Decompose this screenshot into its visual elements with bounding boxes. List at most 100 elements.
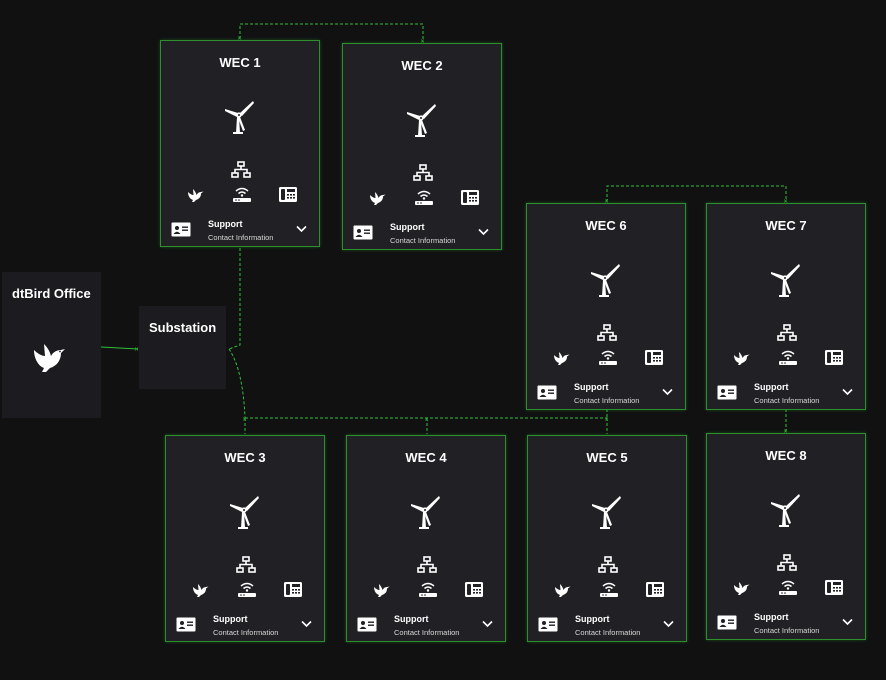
contact-card-icon [717,615,737,630]
contact-card-icon [171,222,191,237]
chevron-down-icon[interactable] [478,228,489,236]
wec-title: WEC 3 [224,450,266,465]
wind-turbine-icon [769,262,803,300]
wec-node-1[interactable]: WEC 1 [160,40,320,247]
wec-node-3[interactable]: WEC 3 [165,435,325,642]
contact-card-icon [538,617,558,632]
support-title: Support [574,382,609,392]
contact-card-icon [353,225,373,240]
wec-node-8[interactable]: WEC 8 [706,433,866,640]
ip-phone-icon [278,186,298,203]
support-title: Support [575,614,610,624]
wind-turbine-icon [405,102,439,140]
chevron-down-icon[interactable] [482,620,493,628]
ip-phone-icon [460,189,480,206]
chevron-down-icon[interactable] [296,225,307,233]
support-contact-info: Contact Information [213,628,279,637]
router-wifi-icon [599,581,619,598]
ip-phone-icon [824,349,844,366]
router-wifi-icon [232,186,252,203]
contact-card-icon [537,385,557,400]
chevron-down-icon[interactable] [663,620,674,628]
support-contact-info: Contact Information [754,626,820,635]
router-wifi-icon [778,579,798,596]
network-icon [417,556,437,574]
network-icon [236,556,256,574]
bird-icon [733,580,751,596]
network-icon [777,324,797,342]
support-title: Support [394,614,429,624]
wec-title: WEC 6 [585,218,627,233]
wind-turbine-icon [769,492,803,530]
network-icon [413,164,433,182]
chevron-down-icon[interactable] [662,388,673,396]
wind-turbine-icon [590,494,624,532]
network-icon [231,161,251,179]
link-wec1-substation [228,248,241,350]
svg-text:×: × [424,416,429,423]
substation-node[interactable]: Substation [139,306,226,389]
bird-icon [369,190,387,206]
router-wifi-icon [778,349,798,366]
support-title: Support [208,219,243,229]
contact-card-icon [357,617,377,632]
office-title: dtBird Office [12,286,91,301]
router-wifi-icon [414,189,434,206]
wec-node-6[interactable]: WEC 6 [526,203,686,410]
wec-node-7[interactable]: WEC 7 [706,203,866,410]
chevron-down-icon[interactable] [842,388,853,396]
wind-turbine-icon [589,262,623,300]
network-icon [598,556,618,574]
router-wifi-icon [598,349,618,366]
wind-turbine-icon [228,494,262,532]
support-title: Support [390,222,425,232]
office-node[interactable]: dtBird Office [2,272,101,418]
bird-icon [192,582,210,598]
wec-title: WEC 8 [765,448,807,463]
network-icon [597,324,617,342]
ip-phone-icon [283,581,303,598]
support-title: Support [754,612,789,622]
support-contact-info: Contact Information [754,396,820,405]
chevron-down-icon[interactable] [842,618,853,626]
wec-node-4[interactable]: WEC 4 [346,435,506,642]
support-contact-info: Contact Information [208,233,274,242]
support-contact-info: Contact Information [394,628,460,637]
bird-icon [554,582,572,598]
bird-icon [187,187,205,203]
contact-card-icon [176,617,196,632]
wec-title: WEC 7 [765,218,807,233]
wind-turbine-icon [223,99,257,137]
wec-title: WEC 5 [586,450,628,465]
support-contact-info: Contact Information [390,236,456,245]
bird-logo-icon [30,338,70,376]
ip-phone-icon [644,349,664,366]
ip-phone-icon [645,581,665,598]
network-icon [777,554,797,572]
contact-card-icon [717,385,737,400]
support-title: Support [754,382,789,392]
ip-phone-icon [824,579,844,596]
chevron-down-icon[interactable] [301,620,312,628]
wec-node-2[interactable]: WEC 2 [342,43,502,250]
bird-icon [733,350,751,366]
substation-title: Substation [149,320,217,335]
link-substation-bus [228,348,246,419]
link-wec6-wec7 [606,185,787,202]
wec-title: WEC 1 [219,55,261,70]
link-office-substation [100,346,139,350]
wec-node-5[interactable]: WEC 5 [527,435,687,642]
router-wifi-icon [418,581,438,598]
bird-icon [553,350,571,366]
support-contact-info: Contact Information [575,628,641,637]
svg-text:×: × [604,416,609,423]
router-wifi-icon [237,581,257,598]
wec-title: WEC 2 [401,58,443,73]
support-title: Support [213,614,248,624]
ip-phone-icon [464,581,484,598]
wind-turbine-icon [409,494,443,532]
support-contact-info: Contact Information [574,396,640,405]
wec-title: WEC 4 [405,450,447,465]
svg-text:×: × [242,416,247,423]
